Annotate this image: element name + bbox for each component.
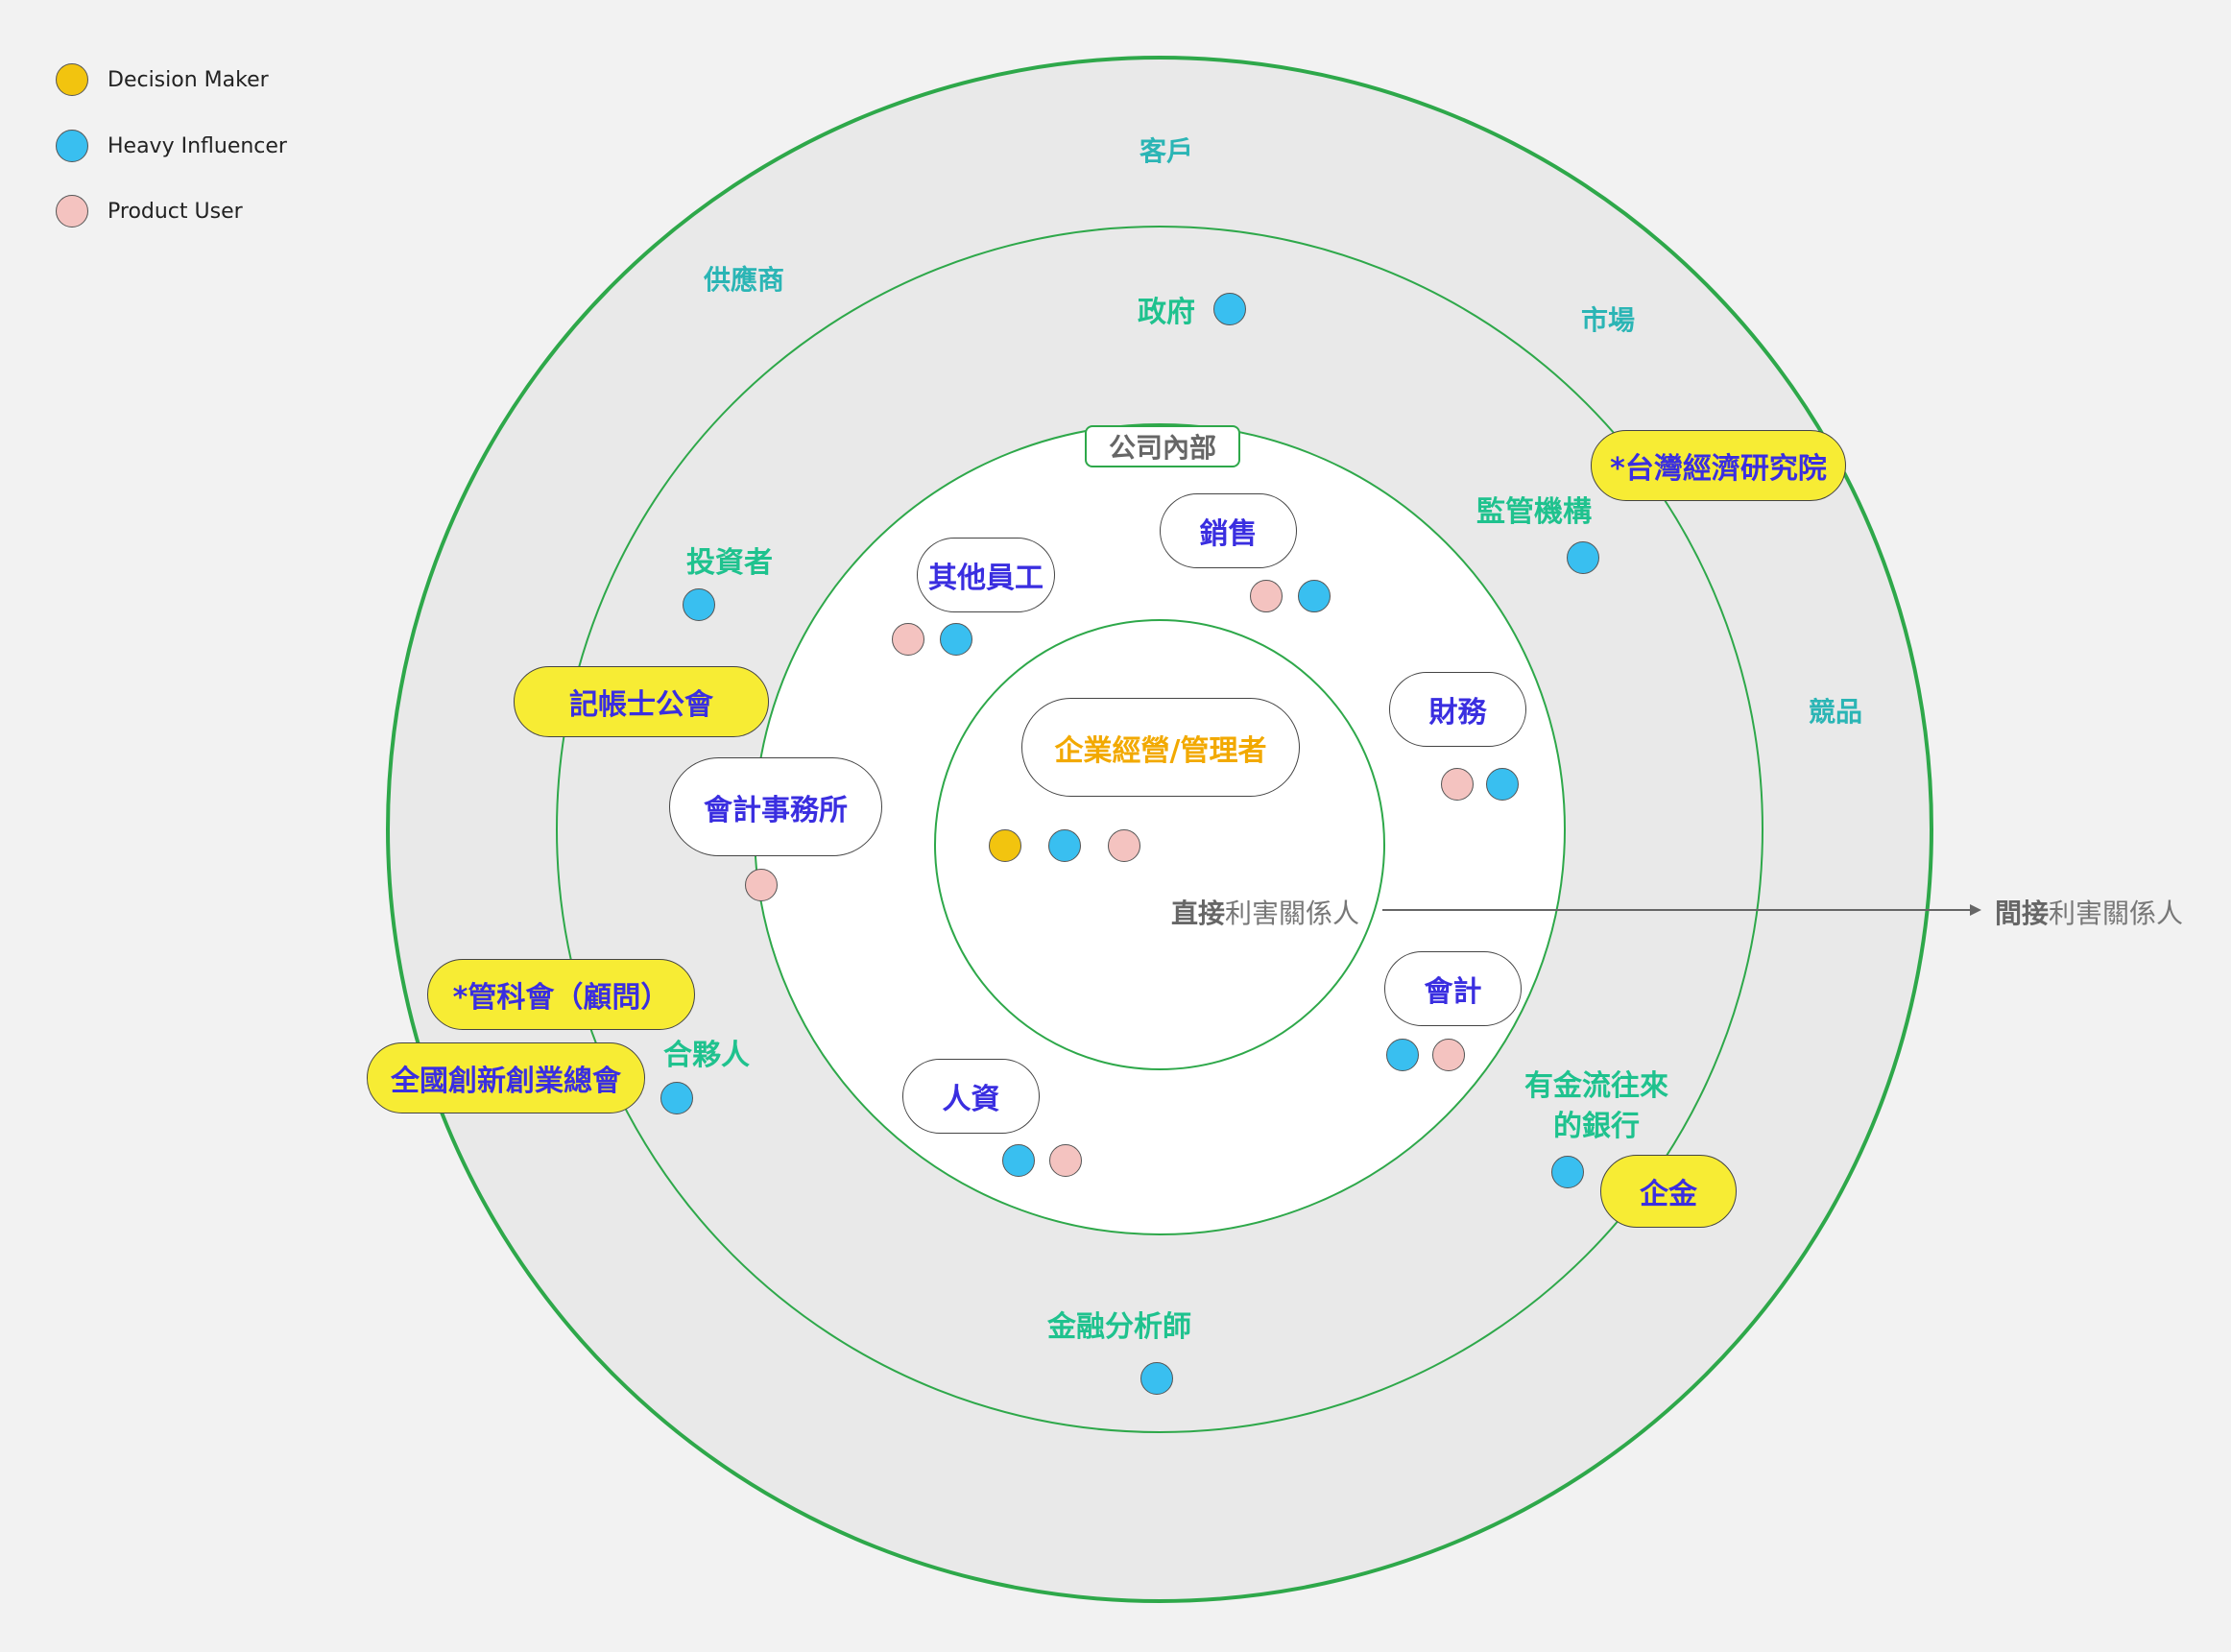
product-user-swatch: [56, 195, 88, 227]
legend-decision-maker: Decision Maker: [56, 63, 269, 96]
heavy-influencer-dot: [1048, 829, 1081, 862]
label-market: 市場: [1580, 304, 1636, 336]
label-banks-line1: 有金流往來: [1524, 1069, 1668, 1103]
node-sales: 銷售: [1160, 493, 1297, 568]
legend-label: Heavy Influencer: [108, 133, 287, 158]
stakeholder-arrow-head: [1970, 904, 1981, 916]
heavy-influencer-dot: [940, 623, 972, 656]
heavy-influencer-swatch: [56, 130, 88, 162]
product-user-dot: [892, 623, 924, 656]
label-banks-line2: 的銀行: [1553, 1110, 1640, 1143]
node-accounting: 會計: [1384, 951, 1522, 1026]
indirect-rest: 利害關係人: [2049, 898, 2184, 929]
heavy-influencer-dot: [1213, 293, 1246, 325]
decision-maker-swatch: [56, 63, 88, 96]
node-mmc: *管科會（顧問）: [427, 959, 695, 1030]
node-other-staff: 其他員工: [917, 538, 1055, 612]
heavy-influencer-dot: [660, 1082, 693, 1114]
label-competitors: 競品: [1808, 696, 1863, 728]
node-hr: 人資: [902, 1059, 1040, 1134]
product-user-dot: [745, 869, 778, 901]
label-regulators: 監管機構: [1476, 495, 1592, 529]
product-user-dot: [1432, 1039, 1465, 1071]
label-investors: 投資者: [686, 546, 773, 580]
heavy-influencer-dot: [1551, 1156, 1584, 1188]
indirect-bold: 間接: [1995, 898, 2050, 929]
legend-product-user: Product User: [56, 195, 243, 227]
label-suppliers: 供應商: [703, 264, 785, 296]
heavy-influencer-dot: [1002, 1144, 1035, 1177]
node-accounting-firm: 會計事務所: [669, 757, 882, 856]
legend-label: Decision Maker: [108, 67, 269, 92]
heavy-influencer-dot: [1567, 541, 1599, 574]
legend-heavy-influencer: Heavy Influencer: [56, 130, 287, 162]
node-core-management: 企業經營/管理者: [1021, 698, 1300, 797]
direct-rest: 利害關係人: [1225, 898, 1360, 929]
indirect-stakeholder-label: 間接利害關係人: [1995, 893, 2183, 931]
node-bookkeepers-assoc: 記帳士公會: [514, 666, 769, 737]
node-tier: *台灣經濟研究院: [1591, 430, 1846, 501]
product-user-dot: [1250, 580, 1283, 612]
heavy-influencer-dot: [1486, 768, 1519, 801]
company-internal-tag: 公司內部: [1085, 425, 1240, 467]
product-user-dot: [1108, 829, 1140, 862]
legend-label: Product User: [108, 199, 243, 224]
heavy-influencer-dot: [683, 588, 715, 621]
heavy-influencer-dot: [1140, 1362, 1173, 1395]
label-government: 政府: [1138, 296, 1195, 329]
direct-stakeholder-label: 直接利害關係人: [1171, 893, 1359, 931]
label-analysts: 金融分析師: [1047, 1310, 1191, 1344]
node-finance: 財務: [1389, 672, 1526, 747]
heavy-influencer-dot: [1298, 580, 1331, 612]
product-user-dot: [1441, 768, 1474, 801]
product-user-dot: [1049, 1144, 1082, 1177]
label-customers: 客戶: [1139, 135, 1194, 167]
node-corporate-banking: 企金: [1600, 1155, 1737, 1228]
decision-maker-dot: [989, 829, 1021, 862]
node-innovation-assoc: 全國創新創業總會: [367, 1042, 645, 1113]
label-partners: 合夥人: [663, 1039, 750, 1072]
direct-bold: 直接: [1171, 898, 1226, 929]
heavy-influencer-dot: [1386, 1039, 1419, 1071]
